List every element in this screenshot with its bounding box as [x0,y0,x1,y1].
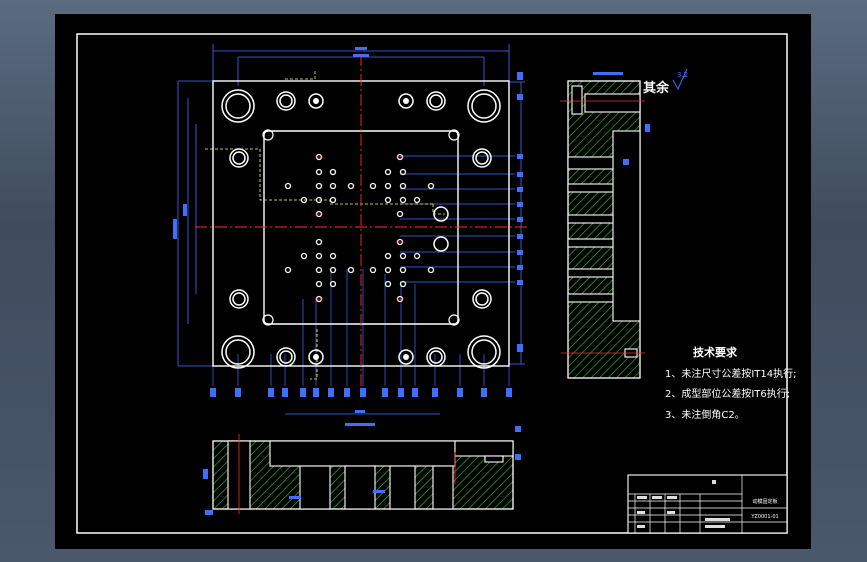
title-block: 动模固定板 YZ0001-01 [627,474,788,534]
cad-viewport[interactable]: 其余 3.2 技术要求 1、未注尺寸公差按IT14执行; [55,14,811,549]
plan-view [173,44,530,415]
title-block-part-name: 动模固定板 [752,498,777,505]
tech-requirement-3: 3、未注倒角C2。 [665,408,745,421]
side-section-view: 其余 3.2 [560,68,688,379]
roughness-symbol-value: 3.2 [677,71,688,79]
roughness-note-header: 其余 [643,80,670,96]
bottom-section-view [203,423,521,515]
tech-requirements-title: 技术要求 [693,345,738,359]
drawing-canvas: 其余 3.2 技术要求 1、未注尺寸公差按IT14执行; [76,33,797,534]
tech-requirement-2: 2、成型部位公差按IT6执行; [665,387,790,400]
title-block-drawing-no: YZ0001-01 [750,514,778,520]
tech-requirement-1: 1、未注尺寸公差按IT14执行; [665,367,797,380]
technical-requirements: 技术要求 1、未注尺寸公差按IT14执行; 2、成型部位公差按IT6执行; 3、… [665,345,797,421]
drawing-border [76,33,788,534]
